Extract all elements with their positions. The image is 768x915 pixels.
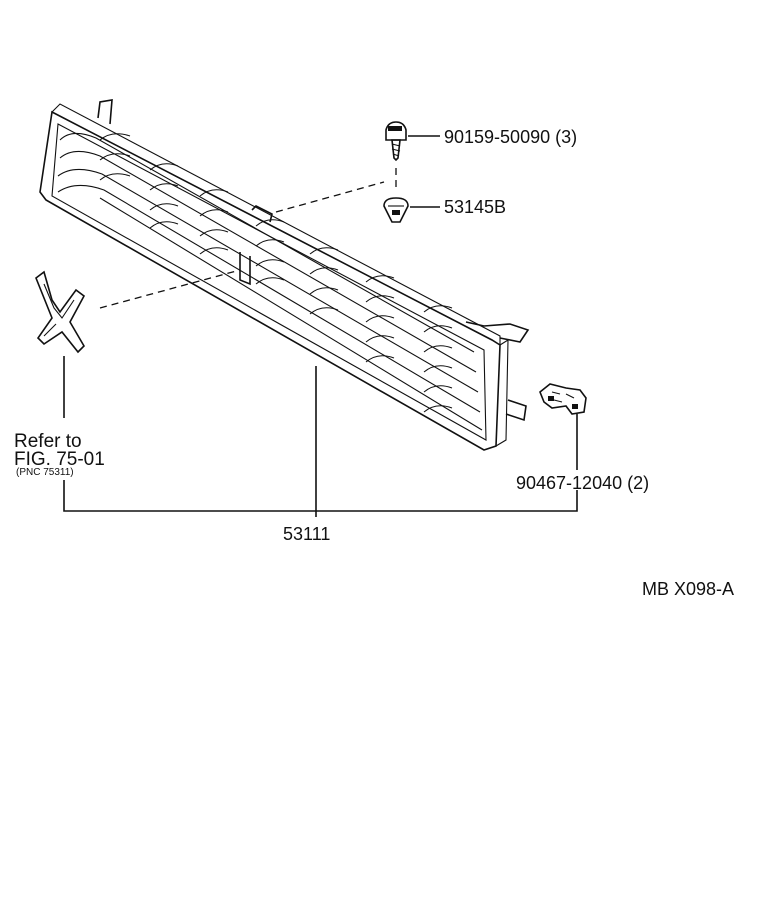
- refer-figure: FIG. 75-01: [14, 449, 105, 470]
- screw-part-number: 90159-50090 (3): [444, 127, 578, 147]
- screw-icon: [385, 121, 407, 162]
- retainer-clip-icon: [539, 383, 587, 415]
- refer-pnc: (PNC 75311): [16, 467, 74, 478]
- push-clip-icon: [383, 197, 409, 223]
- radiator-grille-icon: [39, 99, 530, 451]
- diagram-code: MB X098-A: [642, 579, 735, 599]
- refer-text: Refer to: [14, 431, 82, 452]
- screw-dashed-guide: [275, 181, 385, 213]
- grille-bracket-line: [63, 480, 578, 512]
- grille-part-number: 53111: [283, 524, 331, 544]
- clip-part-number: 53145B: [444, 197, 507, 217]
- bracket-dashed-guide: [99, 269, 241, 309]
- emblem-bracket-icon: [35, 270, 86, 354]
- retainer-part-number: 90467-12040 (2): [516, 473, 650, 493]
